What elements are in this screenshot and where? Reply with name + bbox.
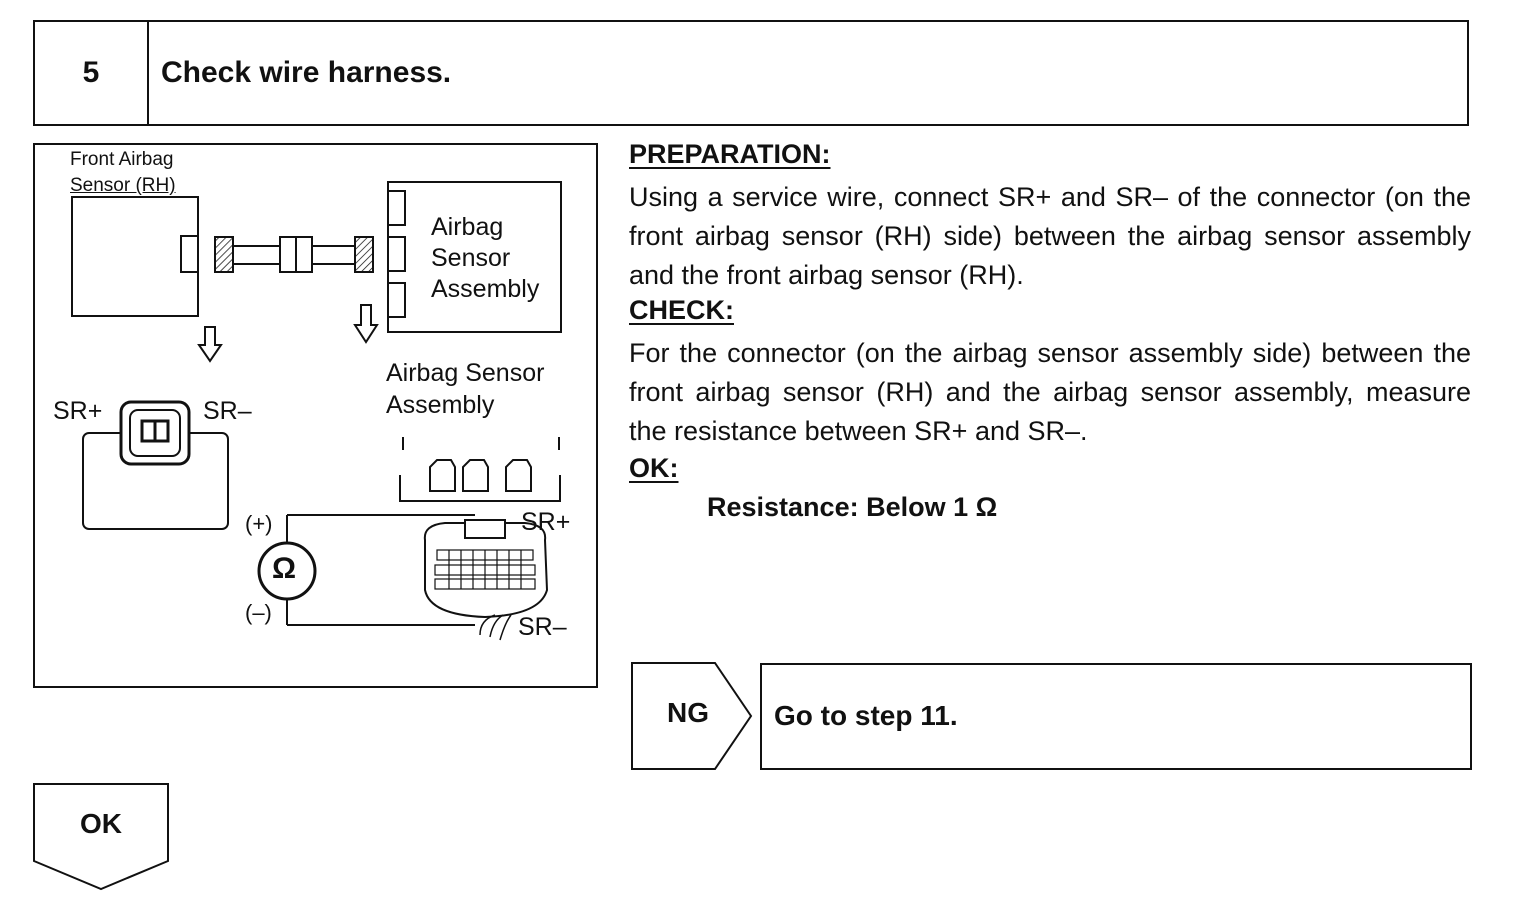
minus-lead-label: (–) xyxy=(245,600,272,625)
ok-label: OK xyxy=(80,808,122,839)
plus-lead-label: (+) xyxy=(245,511,273,536)
ok-heading: OK: xyxy=(629,453,679,483)
ohmmeter-icon xyxy=(257,541,317,601)
step-title: Check wire harness. xyxy=(161,56,452,89)
assembly-label-line1: Airbag Sensor xyxy=(386,359,545,387)
right-sr-plus-label: SR+ xyxy=(521,508,571,536)
check-text: For the connector (on the airbag sensor … xyxy=(629,338,1471,446)
ok-arrow-box xyxy=(33,783,169,891)
assembly-connector xyxy=(423,522,549,619)
ng-action-text: Go to step 11. xyxy=(774,700,958,731)
step-header: 5 Check wire harness. xyxy=(33,20,1469,126)
wiring-diagram: Front Airbag Sensor (RH) Airbag Sensor A… xyxy=(33,143,598,688)
assembly-box-line3: Assembly xyxy=(431,275,540,303)
left-sr-plus-label: SR+ xyxy=(53,397,103,425)
check-heading: CHECK: xyxy=(629,295,734,325)
step-number: 5 xyxy=(35,22,149,124)
preparation-heading: PREPARATION: xyxy=(629,139,831,169)
assembly-box-line2: Sensor xyxy=(431,244,511,272)
preparation-text: Using a service wire, connect SR+ and SR… xyxy=(629,182,1471,290)
ohm-symbol: Ω xyxy=(272,552,297,585)
diagram-illustration xyxy=(71,181,562,641)
ng-action-box xyxy=(760,663,1472,770)
ng-label: NG xyxy=(667,697,709,728)
front-sensor-box xyxy=(71,196,199,317)
ng-arrow-box xyxy=(631,662,753,770)
front-sensor-label-line1: Front Airbag xyxy=(70,149,174,170)
right-sr-minus-label: SR– xyxy=(518,613,567,641)
assembly-label-line2: Assembly xyxy=(386,391,495,419)
front-sensor-label-line2: Sensor (RH) xyxy=(70,175,176,196)
left-sr-minus-label: SR– xyxy=(203,397,252,425)
ok-spec: Resistance: Below 1 Ω xyxy=(707,492,998,522)
assembly-box-line1: Airbag xyxy=(431,213,504,241)
